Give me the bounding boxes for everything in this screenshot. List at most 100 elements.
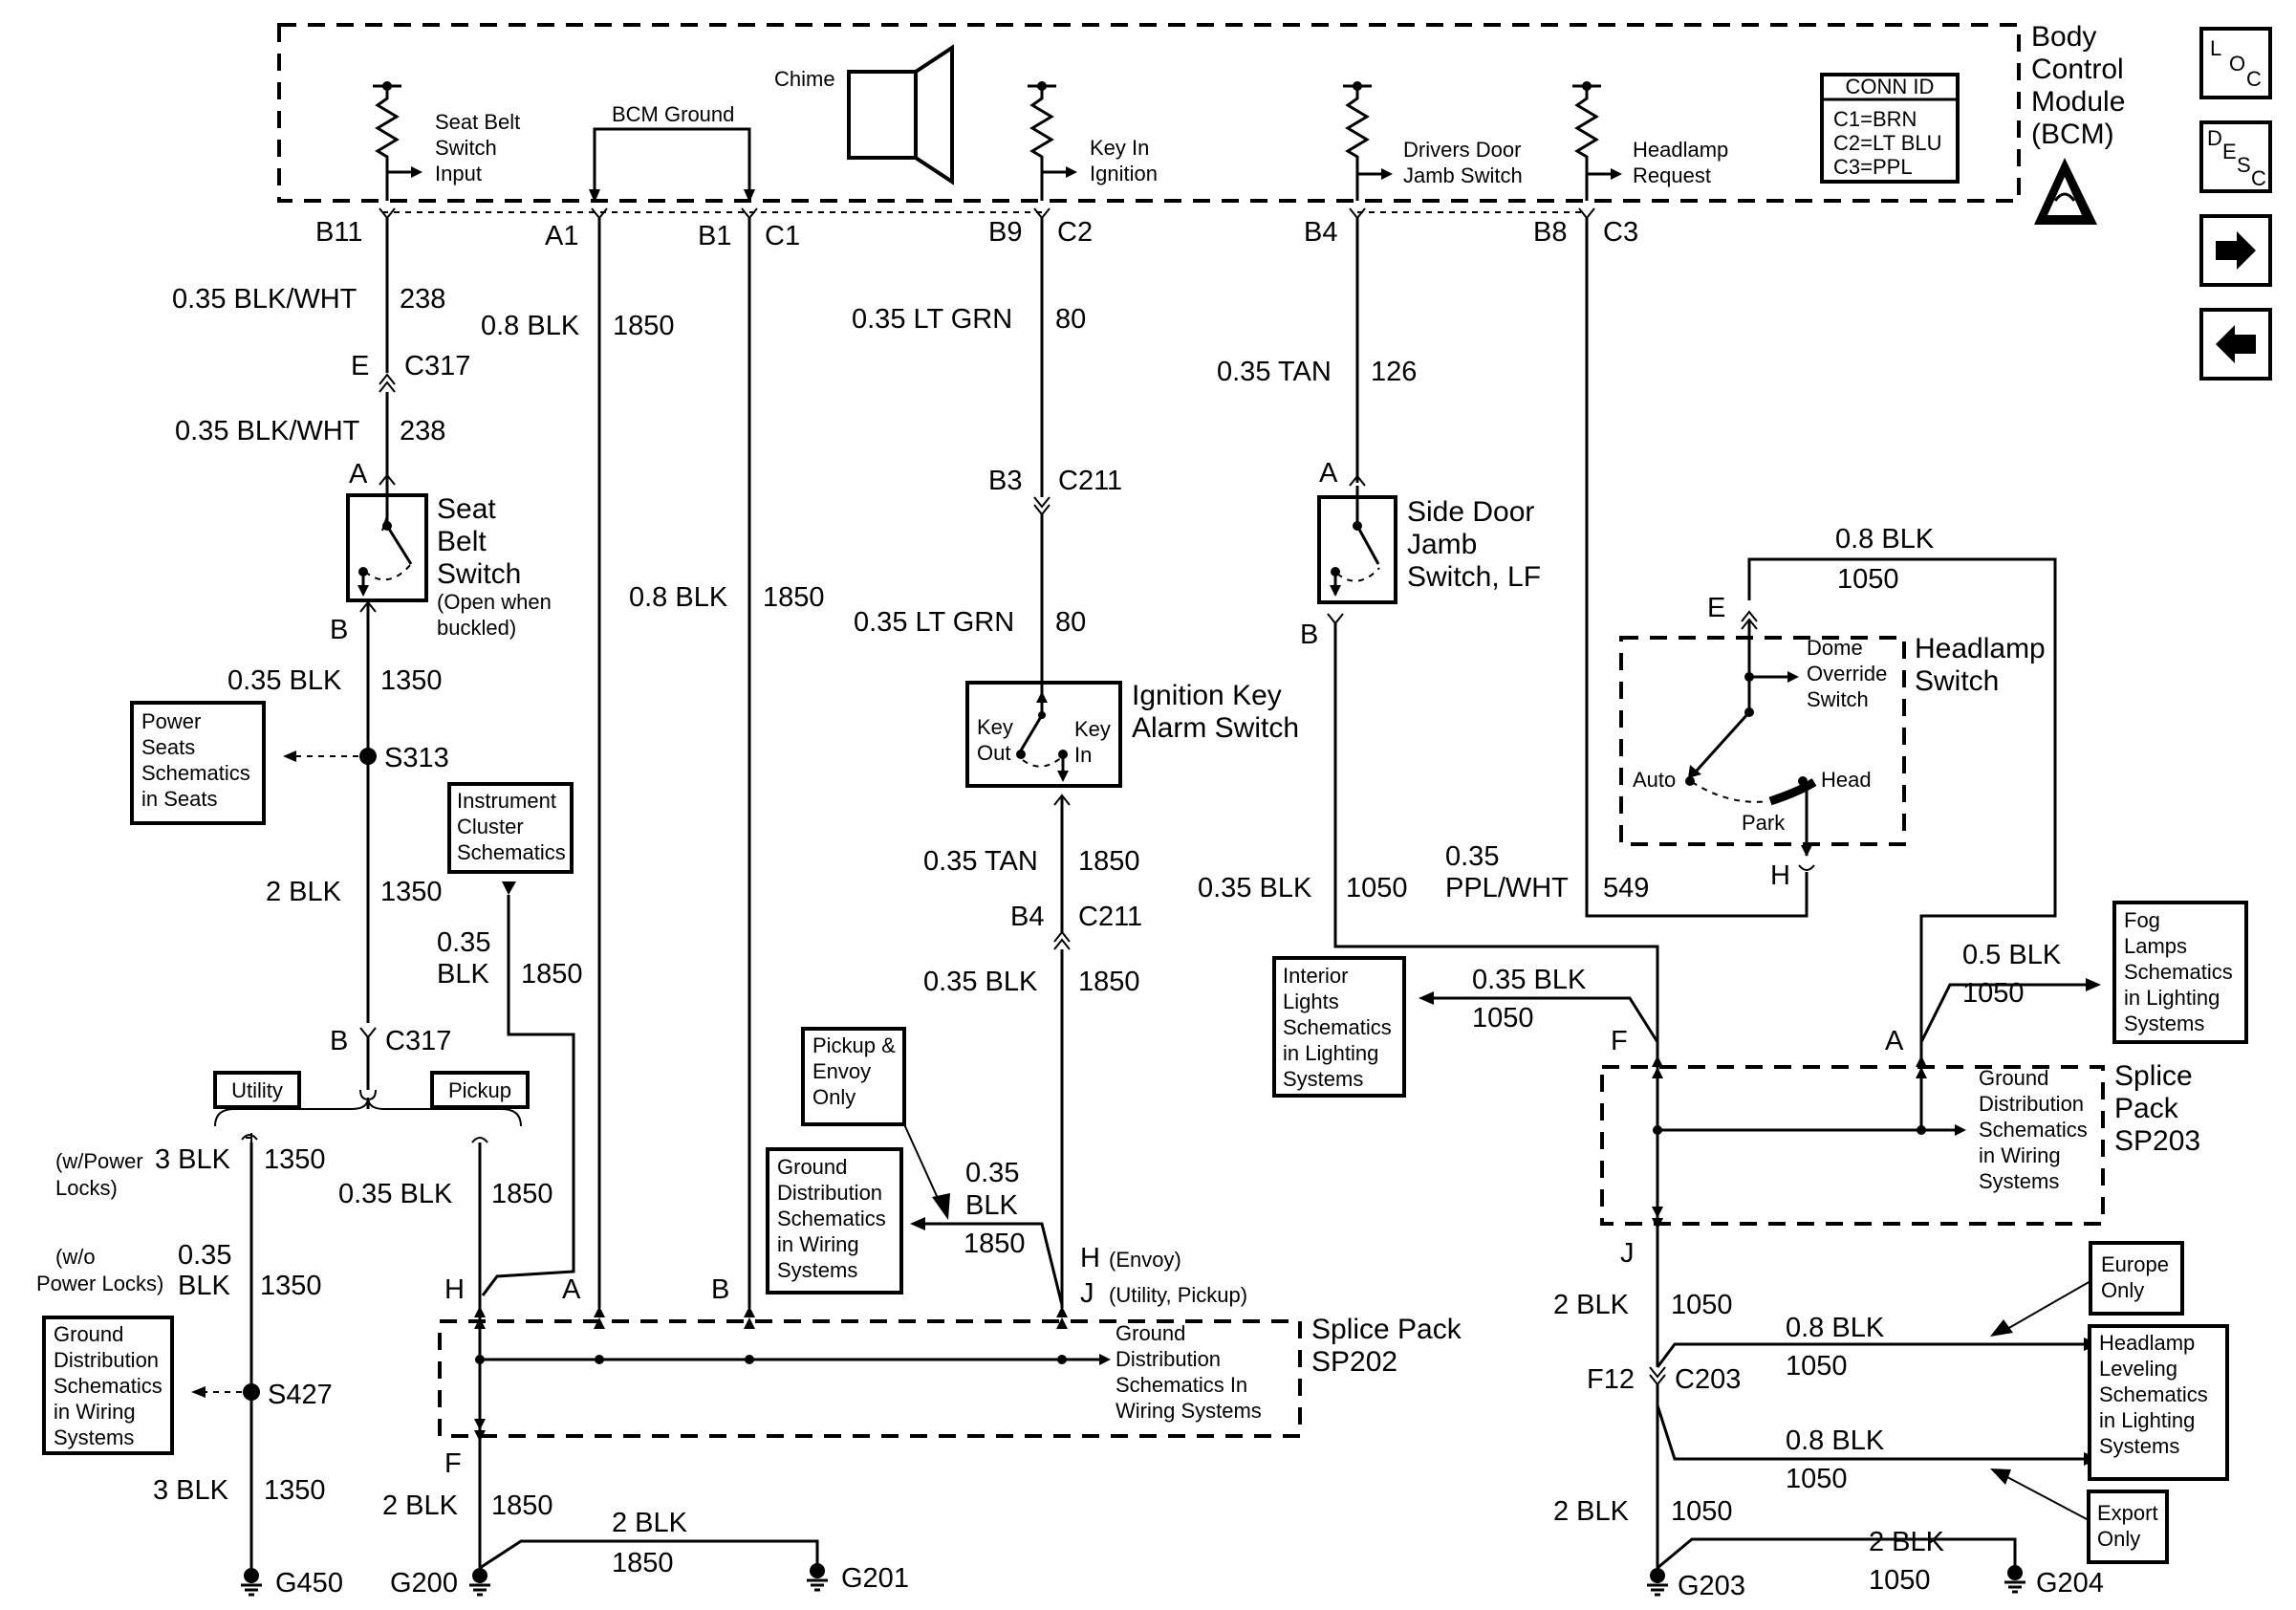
power-seats-ref: Power Seats Schematics in Seats — [130, 701, 266, 825]
svg-text:Systems: Systems — [1979, 1169, 2059, 1193]
loc-button[interactable]: L O C — [2199, 27, 2272, 99]
svg-text:H: H — [444, 1274, 465, 1305]
ic-wire-labels: 0.35 BLK 1850 — [437, 927, 583, 990]
headlamp-request-circuit: Headlamp Request — [1572, 81, 1728, 201]
svg-text:Ground: Ground — [54, 1322, 123, 1346]
svg-text:0.35 BLK: 0.35 BLK — [338, 1179, 453, 1209]
svg-text:80: 80 — [1055, 607, 1086, 638]
arrow-left-icon — [2216, 325, 2256, 363]
svg-text:Input: Input — [435, 162, 482, 185]
svg-text:Systems: Systems — [2099, 1434, 2179, 1458]
svg-text:BLK: BLK — [965, 1190, 1018, 1221]
bcm-title: Body Control Module (BCM) — [2031, 21, 2125, 150]
svg-text:Only: Only — [2097, 1527, 2140, 1551]
svg-text:Side Door: Side Door — [1407, 496, 1534, 528]
svg-text:Seat Belt: Seat Belt — [435, 110, 520, 134]
svg-text:0.35 TAN: 0.35 TAN — [1217, 357, 1332, 387]
svg-text:F: F — [444, 1448, 462, 1479]
svg-text:in Wiring: in Wiring — [54, 1400, 136, 1424]
svg-text:Pickup &: Pickup & — [812, 1033, 896, 1057]
svg-text:Leveling: Leveling — [2099, 1357, 2177, 1381]
export-only-note: Export Only — [1990, 1469, 2169, 1564]
svg-text:0.35 BLK: 0.35 BLK — [1472, 965, 1587, 995]
svg-text:1050: 1050 — [1962, 978, 2025, 1009]
svg-text:0.5 BLK: 0.5 BLK — [1962, 940, 2062, 970]
svg-text:Override: Override — [1807, 662, 1887, 685]
svg-text:0.8 BLK: 0.8 BLK — [1786, 1313, 1885, 1343]
svg-text:238: 238 — [400, 284, 445, 315]
svg-text:Interior: Interior — [1283, 964, 1348, 988]
svg-text:C3: C3 — [1603, 217, 1638, 248]
svg-text:C317: C317 — [404, 351, 470, 381]
svg-text:(Envoy): (Envoy) — [1109, 1248, 1181, 1272]
svg-text:Distribution: Distribution — [1979, 1092, 2084, 1116]
svg-text:in Lighting: in Lighting — [2124, 986, 2220, 1010]
pickup-envoy-note: Pickup & Envoy Only — [801, 1027, 950, 1220]
svg-text:Ground: Ground — [1979, 1066, 2048, 1090]
instrument-cluster-ref: Instrument Cluster Schematics — [447, 782, 574, 895]
svg-text:0.35: 0.35 — [1445, 841, 1499, 872]
svg-text:Systems: Systems — [2124, 1012, 2204, 1035]
chime-speaker: Chime — [774, 44, 954, 185]
svg-text:in Seats: in Seats — [141, 787, 218, 811]
svg-text:1050: 1050 — [1786, 1464, 1848, 1494]
svg-text:3 BLK: 3 BLK — [155, 1144, 231, 1175]
svg-text:Systems: Systems — [1283, 1067, 1363, 1091]
svg-text:In: In — [1074, 743, 1092, 767]
svg-text:2 BLK: 2 BLK — [1553, 1496, 1630, 1527]
pickup-wire-labels: 0.35 BLK 1850 H A B — [338, 1179, 729, 1305]
svg-text:SP202: SP202 — [1311, 1346, 1397, 1378]
svg-text:Switch: Switch — [1915, 665, 1999, 697]
bcm-ground-circuit: BCM Ground — [589, 102, 755, 203]
svg-text:0.35 LT GRN: 0.35 LT GRN — [854, 607, 1014, 638]
g450-labels: 3 BLK 1350 — [153, 1475, 326, 1506]
headlamp-leveling-ref: Headlamp Leveling Schematics in Lighting… — [2088, 1324, 2229, 1481]
next-page-button[interactable] — [2199, 214, 2272, 287]
svg-text:(Utility, Pickup): (Utility, Pickup) — [1109, 1283, 1247, 1307]
svg-text:549: 549 — [1603, 873, 1649, 903]
svg-text:0.8 BLK: 0.8 BLK — [629, 582, 728, 613]
splice-s427: S427 — [191, 1380, 333, 1410]
svg-text:2 BLK: 2 BLK — [1869, 1527, 1945, 1557]
svg-text:Dome: Dome — [1807, 636, 1863, 660]
svg-text:Wiring Systems: Wiring Systems — [1116, 1399, 1262, 1423]
svg-text:0.8 BLK: 0.8 BLK — [1835, 524, 1935, 555]
svg-text:Only: Only — [2101, 1278, 2144, 1302]
desc-button[interactable]: D E S C — [2199, 120, 2272, 193]
svg-text:Distribution: Distribution — [1116, 1347, 1221, 1371]
svg-text:1350: 1350 — [380, 877, 443, 907]
svg-text:A: A — [349, 459, 368, 490]
svg-text:1050: 1050 — [1671, 1290, 1733, 1320]
svg-text:in Lighting: in Lighting — [1283, 1041, 1378, 1065]
headlamp-request-wire-labels: 0.35 PPL/WHT 549 — [1445, 841, 1649, 903]
svg-text:C3=PPL: C3=PPL — [1833, 155, 1913, 179]
svg-text:Switch, LF: Switch, LF — [1407, 561, 1541, 593]
svg-text:Fog: Fog — [2124, 908, 2160, 932]
svg-text:Module: Module — [2031, 86, 2125, 118]
svg-text:BLK: BLK — [178, 1271, 230, 1301]
prev-page-button[interactable] — [2199, 308, 2272, 381]
utility-wire-labels: (w/Power Locks) 3 BLK 1350 (w/o Power Lo… — [36, 1144, 326, 1301]
svg-text:L: L — [2210, 36, 2221, 60]
svg-text:Utility: Utility — [231, 1078, 283, 1102]
svg-text:G450: G450 — [275, 1568, 343, 1599]
svg-text:238: 238 — [400, 416, 445, 446]
g200-g201-circuit: F 2 BLK 1850 2 BLK 1850 G200 G201 — [382, 1448, 909, 1599]
svg-text:C2=LT BLU: C2=LT BLU — [1833, 131, 1942, 155]
door-jamb-ground-labels: 0.35 BLK 1050 — [1198, 873, 1408, 903]
svg-text:Schematics: Schematics — [777, 1207, 886, 1230]
svg-text:S313: S313 — [384, 743, 449, 773]
svg-text:1850: 1850 — [491, 1179, 553, 1209]
svg-text:Power: Power — [141, 709, 201, 733]
svg-text:Out: Out — [977, 741, 1010, 765]
svg-text:Auto: Auto — [1633, 768, 1676, 792]
svg-text:C317: C317 — [385, 1026, 451, 1056]
svg-text:G200: G200 — [390, 1568, 458, 1599]
svg-text:F12: F12 — [1587, 1364, 1635, 1395]
svg-text:0.35 LT GRN: 0.35 LT GRN — [852, 304, 1012, 335]
svg-text:0.35 BLK: 0.35 BLK — [923, 967, 1038, 997]
seat-belt-input-circuit: Seat Belt Switch Input — [373, 81, 520, 201]
svg-text:S427: S427 — [268, 1380, 333, 1410]
bcm-connector-pins: B11 A1 B1 C1 B9 C2 B4 B8 C3 — [315, 207, 1638, 251]
headlamp-switch-pin-h: H — [1770, 860, 1790, 891]
